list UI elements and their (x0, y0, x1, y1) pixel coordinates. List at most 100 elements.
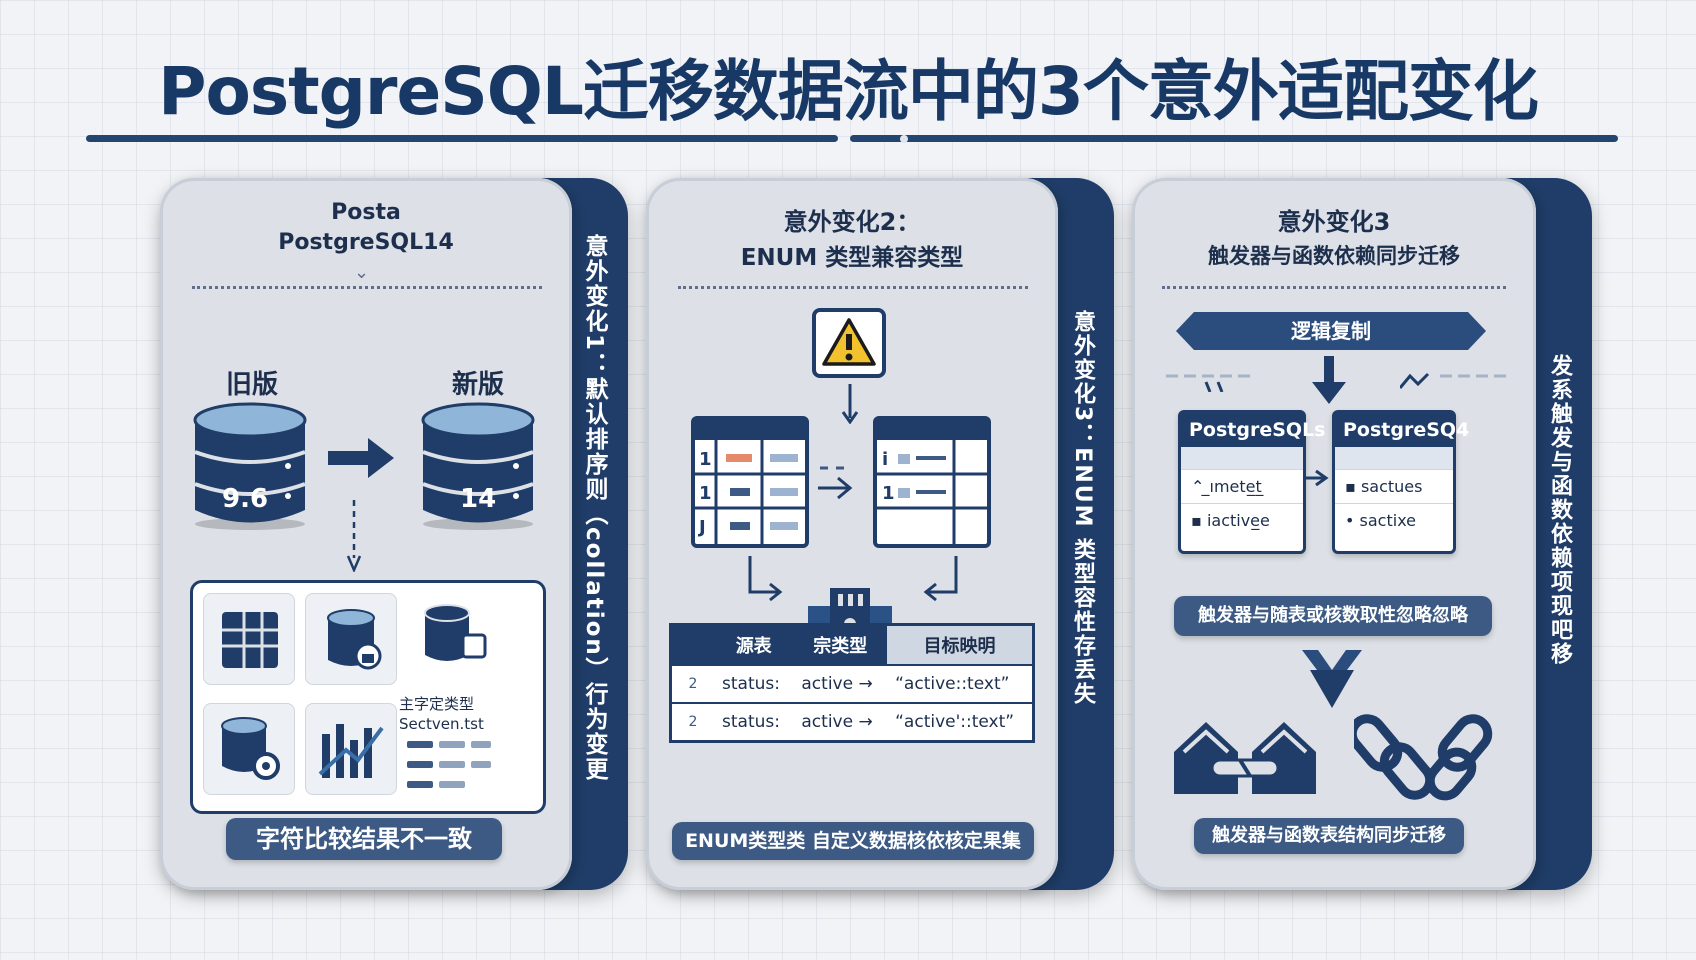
broken-link-houses-icon (1170, 712, 1320, 806)
branch-arrows-icon (738, 556, 968, 610)
panel-2-heading-line1: 意外变化2： (783, 208, 921, 236)
banner-shape (1176, 312, 1486, 350)
source-db-box: PostgreSQLs ⌃ ̲ımete̲t̲ ▪ iactive̲e (1178, 410, 1325, 554)
panel-1-footer: 字符比较结果不一致 (226, 818, 502, 860)
table-row: 2 status: active → “active::text” (672, 664, 1032, 703)
table-grid-icon (222, 612, 278, 668)
bar-chart-tile (305, 703, 397, 795)
arrow-right-icon (1304, 468, 1330, 492)
row-number: 2 (672, 702, 714, 740)
target-enum-table-icon: i 1 (872, 412, 992, 556)
panel-3-heading-line2: 触发器与函数依赖同步迁移 (1208, 244, 1460, 268)
panel-2-heading-line2: ENUM 类型兼容类型 (740, 245, 964, 271)
database-gear-tile (203, 703, 295, 795)
panel-3-middle-pill: 触发器与随表或核数取性忽略忽略 (1174, 596, 1492, 636)
database-settings-tile (407, 593, 497, 683)
row-target: “active::text” (887, 664, 1032, 703)
panel-2-divider (678, 286, 1028, 289)
panel-3-divider (1162, 286, 1506, 289)
source-db-row-1-text: ̲ımete̲t̲ (1209, 477, 1262, 496)
panel-1-card: Posta PostgreSQL14 ⌄ 旧版 新版 9.6 (160, 178, 572, 890)
panel-2-side-text: 意外变化3：ENUM 类型容性存丢失 (1070, 310, 1095, 707)
new-version-number: 14 (460, 484, 497, 514)
database-settings-icon (424, 604, 487, 661)
list-lines-icon (407, 739, 497, 803)
panel-3-card: 意外变化3 触发器与函数依赖同步迁移 逻辑复制 PostgreSQLs ⌃ ̲ı… (1132, 178, 1536, 890)
panel-1-heading-line1: Posta (331, 200, 401, 225)
dashed-arrow-down-icon (346, 500, 362, 576)
svg-text:i: i (882, 449, 888, 470)
source-db-row-2-text: iactive̲e (1206, 511, 1270, 530)
logical-replication-banner: 逻辑复制 (1176, 312, 1486, 350)
svg-text:1: 1 (882, 483, 895, 504)
panel-change-2: 意外变化2： ENUM 类型兼容类型 1 1 J (646, 178, 1114, 890)
panel-2-footer: ENUM类型类 自定义数据核依核定果集 (672, 822, 1034, 860)
panel-1-heading-line2: PostgreSQL14 (278, 230, 454, 255)
collation-detail-box: 主字定类型 Sectven.tst (190, 580, 546, 814)
row-target: “active'::text” (887, 702, 1032, 740)
table-row: 2 status: active → “active'::text” (672, 702, 1032, 740)
dot-bullet-icon: • (1345, 511, 1360, 530)
warning-icon (812, 308, 886, 382)
square-bullet-icon: ▪ (1345, 477, 1361, 496)
panel-1-divider (192, 286, 542, 289)
enum-table-header-target: 目标映明 (887, 626, 1032, 665)
target-db-title: PostgreSQ4 (1335, 413, 1469, 447)
target-db-row-2: • sactixe (1335, 503, 1453, 537)
source-db-row-2: ▪ iactive̲e (1181, 503, 1303, 537)
svg-text:1: 1 (699, 449, 712, 470)
svg-text:J: J (697, 517, 706, 538)
source-db-title: PostgreSQLs (1181, 413, 1325, 447)
title-rule-left (86, 135, 838, 142)
panel-change-1: Posta PostgreSQL14 ⌄ 旧版 新版 9.6 (160, 178, 628, 890)
broken-chain-icon (1347, 706, 1504, 810)
source-db-spacer (1181, 447, 1303, 469)
panel-3-heading-line1: 意外变化3 (1277, 208, 1391, 236)
row-number: 2 (672, 664, 714, 703)
target-db-spacer (1335, 447, 1453, 469)
target-db-row-1: ▪ sactues (1335, 469, 1453, 503)
old-version-label: 旧版 (226, 370, 279, 400)
title-rule-right (850, 135, 1618, 142)
svg-text:1: 1 (699, 483, 712, 504)
page-title: PostgreSQL迁移数据流中的3个意外适配变化 (158, 53, 1539, 130)
decor-dashes-right (1398, 372, 1510, 396)
table-grid-tile (203, 593, 295, 685)
banner-label: 逻辑复制 (1291, 319, 1371, 343)
panel-1-side-text: 意外变化1：默认排序则（collation）行为变更 (581, 234, 607, 782)
enum-table-header-type: 宗类型 (793, 626, 888, 665)
database-lock-tile (305, 593, 397, 685)
decor-dashes-left (1166, 372, 1256, 396)
panel-change-3: 意外变化3 触发器与函数依赖同步迁移 逻辑复制 PostgreSQLs ⌃ ̲ı… (1132, 178, 1592, 890)
enum-table-header-spacer (672, 626, 714, 665)
title-rule-dot (900, 135, 908, 143)
panel-3-footer: 触发器与函数表结构同步迁移 (1194, 818, 1464, 854)
bar-chart-icon (318, 724, 384, 778)
row-type: active → (793, 664, 888, 703)
old-version-number: 9.6 (222, 484, 269, 514)
double-arrow-down-icon (1302, 650, 1362, 714)
arrow-right-icon (816, 460, 856, 514)
row-type: active → (793, 702, 888, 740)
enum-mapping-table: 源表 宗类型 目标映明 2 status: active → “active::… (672, 626, 1032, 740)
arrow-right-icon (328, 438, 394, 482)
row-field: status: (714, 664, 794, 703)
source-enum-table-icon: 1 1 J (690, 412, 810, 556)
new-database-icon (418, 400, 538, 530)
database-gear-icon (221, 717, 280, 780)
tile-text-line2: Sectven.tst (399, 715, 484, 733)
old-database-icon (190, 400, 310, 530)
arrow-down-icon (1312, 356, 1346, 410)
target-db-box: PostgreSQ4 ▪ sactues • sactixe (1332, 410, 1469, 554)
arrow-down-icon (840, 384, 860, 428)
source-db-row-1: ⌃ ̲ımete̲t̲ (1181, 469, 1303, 503)
new-version-label: 新版 (452, 370, 505, 400)
square-bullet-icon: ▪ (1191, 511, 1207, 530)
chevron-down-icon: ⌄ (354, 262, 370, 283)
panel-3-side-text: 发系触发与函数依赖项现吧移 (1547, 354, 1572, 666)
tile-text-line1: 主字定类型 (399, 695, 475, 713)
target-db-row-2-text: sactixe (1359, 511, 1417, 530)
enum-table-header-source: 源表 (714, 626, 794, 665)
panel-2-card: 意外变化2： ENUM 类型兼容类型 1 1 J (646, 178, 1058, 890)
row-field: status: (714, 702, 794, 740)
